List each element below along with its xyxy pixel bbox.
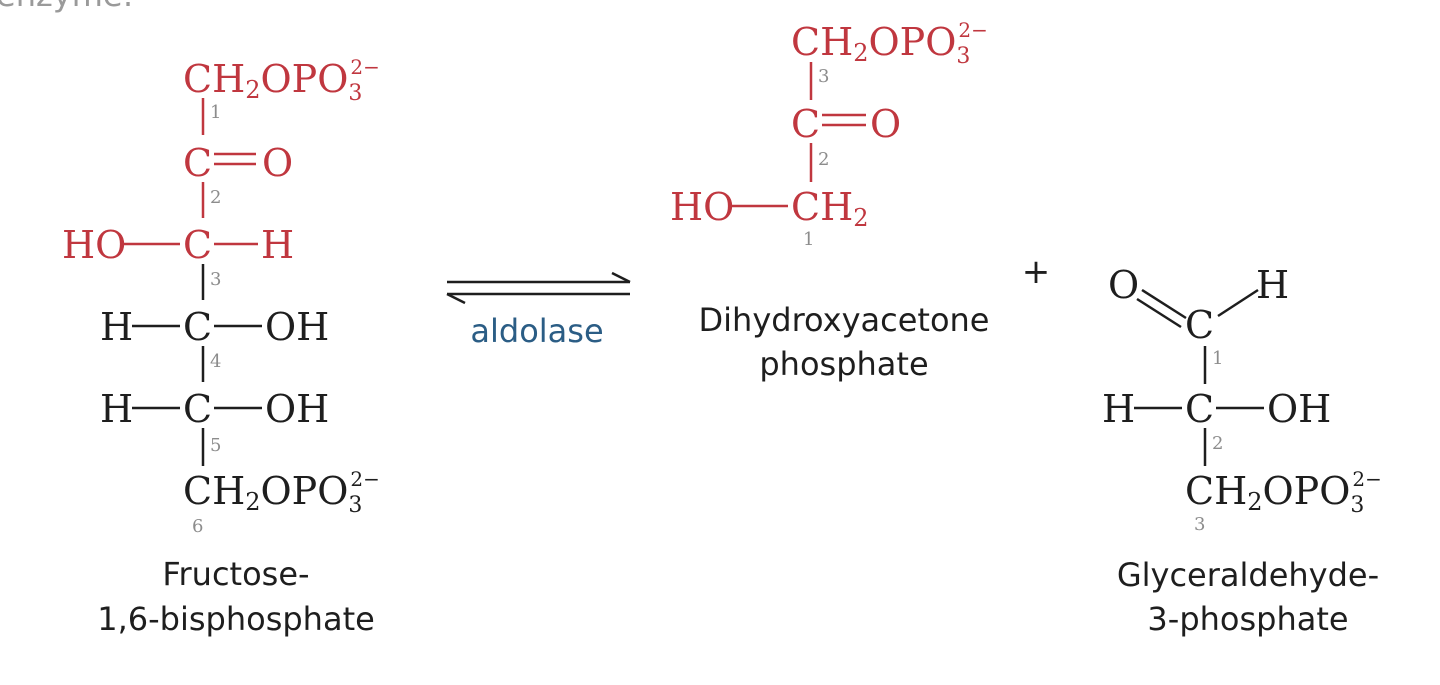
svg-text:O: O (870, 102, 901, 146)
svg-text:O: O (1108, 263, 1139, 307)
dhap-name-line1: Dihydroxyacetone (699, 301, 990, 339)
svg-text:C: C (183, 305, 212, 349)
dhap-carbon-2: C O (791, 102, 901, 146)
g3p-carbon-3: CH2OPO32− (1185, 467, 1382, 518)
svg-text:C: C (183, 141, 212, 185)
fbp-carbon-6: CH2OPO32− (183, 467, 380, 518)
svg-text:CH2OPO32−: CH2OPO32− (183, 467, 380, 518)
fbp-number-5: 5 (210, 435, 221, 456)
fbp-number-4: 4 (210, 351, 221, 372)
dhap-number-1: 1 (803, 229, 814, 250)
svg-text:C: C (183, 223, 212, 267)
fbp-name-line2: 1,6-bisphosphate (97, 600, 375, 638)
dhap-name-line2: phosphate (759, 345, 928, 383)
svg-text:O: O (262, 141, 293, 185)
equilibrium-arrows-icon (446, 271, 631, 305)
fbp-name-line1: Fructose- (162, 555, 309, 593)
fbp-carbon-5: H C OH (100, 387, 329, 431)
g3p-number-3: 3 (1194, 514, 1205, 535)
g3p-carbon-1: O C H (1108, 263, 1289, 347)
fbp-carbon-3: HO C H (62, 223, 294, 267)
dhap-number-2: 2 (818, 149, 829, 170)
svg-text:H: H (100, 387, 133, 431)
svg-text:OH: OH (265, 305, 329, 349)
svg-text:C: C (183, 387, 212, 431)
svg-text:CH2OPO32−: CH2OPO32− (1185, 467, 1382, 518)
fbp-carbon-4: H C OH (100, 305, 329, 349)
svg-text:CH2OPO32−: CH2OPO32− (791, 18, 988, 69)
fbp-number-6: 6 (192, 516, 203, 537)
svg-text:HO: HO (670, 185, 734, 229)
enzyme-label: aldolase (470, 312, 603, 350)
svg-text:C: C (1185, 387, 1214, 431)
top-cut-text: enzyme: (0, 0, 133, 14)
svg-text:OH: OH (1267, 387, 1331, 431)
dhap-number-3: 3 (818, 66, 829, 87)
g3p-number-2: 2 (1212, 433, 1223, 454)
svg-text:C: C (1185, 303, 1214, 347)
svg-text:OH: OH (265, 387, 329, 431)
g3p-number-1: 1 (1212, 348, 1223, 369)
svg-text:H: H (1102, 387, 1135, 431)
fbp-number-3: 3 (210, 269, 221, 290)
svg-text:H: H (261, 223, 294, 267)
g3p-carbon-2: H C OH (1102, 387, 1331, 431)
svg-text:CH2: CH2 (791, 185, 869, 232)
g3p-name-line1: Glyceraldehyde- (1117, 556, 1379, 594)
svg-text:H: H (1256, 263, 1289, 307)
dhap-carbon-3: CH2OPO32− (791, 18, 988, 69)
g3p-name-line2: 3-phosphate (1147, 600, 1348, 638)
svg-text:CH2OPO32−: CH2OPO32− (183, 55, 380, 106)
svg-text:C: C (791, 102, 820, 146)
fbp-carbon-2: C O (183, 141, 293, 185)
g3p-structure: O C H 1 H C OH 2 CH2OPO32− 3 Glyceraldeh… (1102, 263, 1382, 638)
dhap-carbon-1: HO CH2 (670, 185, 869, 232)
fbp-carbon-1: CH2OPO32− (183, 55, 380, 106)
plus-sign: + (1022, 252, 1051, 292)
dhap-structure: CH2OPO32− 3 C O 2 HO CH2 1 Dihydroxyacet… (670, 18, 989, 383)
svg-text:H: H (100, 305, 133, 349)
svg-text:HO: HO (62, 223, 126, 267)
fructose-bisphosphate-structure: CH2OPO32− 1 C O 2 HO C H 3 H C OH (62, 55, 380, 638)
fbp-number-2: 2 (210, 187, 221, 208)
fbp-number-1: 1 (210, 102, 221, 123)
